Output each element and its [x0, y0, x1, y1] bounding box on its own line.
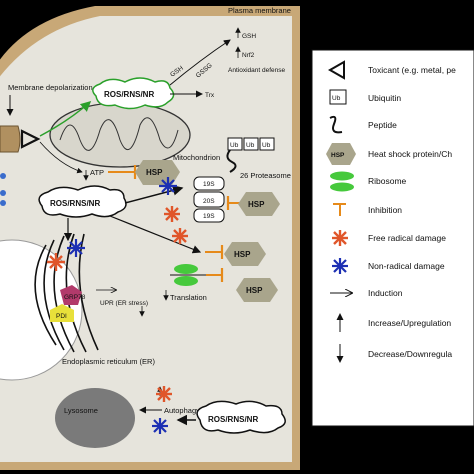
legend-label-toxicant: Toxicant (e.g. metal, pe — [368, 65, 456, 75]
mitochondrion-label: Mitochondrion — [173, 153, 220, 162]
proteasome-label: 26 Proteasome — [240, 171, 291, 180]
hsp-label-3: HSP — [234, 250, 251, 259]
proteasome-19s-top: 19S — [203, 181, 215, 188]
non-radical-star-icon — [332, 258, 348, 274]
legend-label-hsp: Heat shock protein/Ch — [368, 149, 452, 159]
hsp-label-4: HSP — [246, 286, 263, 295]
nrf2-label: Nrf2 — [242, 52, 255, 59]
ubiquitin-box-icon — [329, 89, 347, 105]
toxicant-to-atp-arrow — [39, 141, 83, 174]
hsp-label-2: HSP — [248, 200, 265, 209]
ros-cloud-bottom — [196, 400, 286, 434]
grp78-shape — [60, 285, 82, 305]
mitochondrion — [49, 102, 191, 168]
legend-ub-symbol: Ub — [332, 95, 341, 102]
peptide-squiggle-icon — [329, 115, 343, 134]
legend-label-ubiquitin: Ubiquitin — [368, 93, 401, 103]
edge-dot — [0, 173, 6, 179]
ub-label-1: Ub — [230, 142, 239, 149]
ribosome-icon — [170, 264, 206, 286]
free-radical-star-icon — [156, 386, 172, 402]
hsp-hexagon-4 — [236, 278, 278, 302]
ub-label-2: Ub — [246, 142, 255, 149]
ubiquitin-chain — [227, 137, 275, 151]
peptide-squiggle-icon — [226, 149, 237, 173]
lysosome — [55, 388, 135, 448]
edge-dot — [0, 190, 6, 196]
free-radical-star-icon — [47, 253, 65, 271]
ub-label-3: Ub — [262, 142, 271, 149]
legend-panel: Toxicant (e.g. metal, pe Ub Ubiquitin Pe… — [308, 0, 474, 474]
toxicant-triangle-icon — [20, 129, 41, 149]
grp78-label: GRP78 — [64, 294, 86, 301]
gsh-top-label: GSH — [242, 33, 256, 40]
upr-label: UPR (ER stress) — [100, 300, 148, 307]
legend-label-peptide: Peptide — [368, 120, 397, 130]
proteasome — [193, 176, 225, 223]
legend-hsp-symbol: HSP — [331, 152, 345, 159]
non-radical-star-icon — [159, 177, 177, 195]
er-label: Endoplasmic reticulum (ER) — [62, 357, 155, 366]
antioxidant-defense-label: Antioxidant defense — [228, 67, 285, 74]
hsp-hexagon-icon — [326, 143, 356, 165]
pdi-shape — [50, 304, 74, 322]
free-radical-star-icon — [332, 230, 348, 246]
membrane-depolarization-label: Membrane depolarization — [8, 83, 93, 92]
legend-label-induction: Induction — [368, 288, 403, 298]
hsp-hexagon-2 — [238, 192, 280, 216]
gsh-oxidation-arrow — [169, 39, 231, 86]
legend-label-free-radical: Free radical damage — [368, 233, 446, 243]
ribosome-icon — [330, 171, 354, 192]
non-radical-star-icon — [67, 239, 85, 257]
translation-label: Translation — [170, 293, 207, 302]
toxicant-triangle-icon — [327, 60, 345, 80]
legend-label-ribosome: Ribosome — [368, 176, 407, 186]
trx-label: Trx — [205, 92, 215, 99]
legend-label-decrease: Decrease/Downregula — [368, 349, 452, 359]
free-radical-star-icon — [172, 228, 188, 244]
proteasome-20s: 20S — [203, 198, 215, 205]
legend-label-non-radical: Non-radical damage — [368, 261, 445, 271]
autophagy-label: Autophagy — [164, 406, 200, 415]
lysosome-label: Lysosome — [64, 406, 98, 415]
ros-to-hsp-arrow — [109, 215, 202, 254]
hsp-label-1: HSP — [146, 168, 163, 177]
atp-label: ATP — [90, 168, 104, 177]
edge-dot — [0, 200, 6, 206]
pdi-label: PDI — [56, 313, 67, 320]
ros-label-mid: ROS/RNS/NR — [50, 199, 100, 208]
ros-label-top: ROS/RNS/NR — [104, 90, 154, 99]
membrane-channel — [0, 125, 21, 153]
legend-label-increase: Increase/Upregulation — [368, 318, 451, 328]
free-radical-star-icon — [164, 206, 180, 222]
ros-cloud-top — [92, 77, 175, 110]
toxicant-to-ros-arrow — [39, 100, 92, 137]
plasma-membrane-label: Plasma membrane — [228, 6, 291, 15]
cell-panel: Plasma membrane Membrane depolarization … — [0, 6, 300, 470]
non-radical-star-icon — [152, 418, 168, 434]
proteasome-19s-bottom: 19S — [203, 213, 215, 220]
ros-cloud-mid — [38, 185, 127, 218]
ros-label-bottom: ROS/RNS/NR — [208, 415, 258, 424]
hsp-hexagon-3 — [224, 242, 266, 266]
inhibition-icon — [333, 203, 346, 216]
legend-label-inhibition: Inhibition — [368, 205, 402, 215]
